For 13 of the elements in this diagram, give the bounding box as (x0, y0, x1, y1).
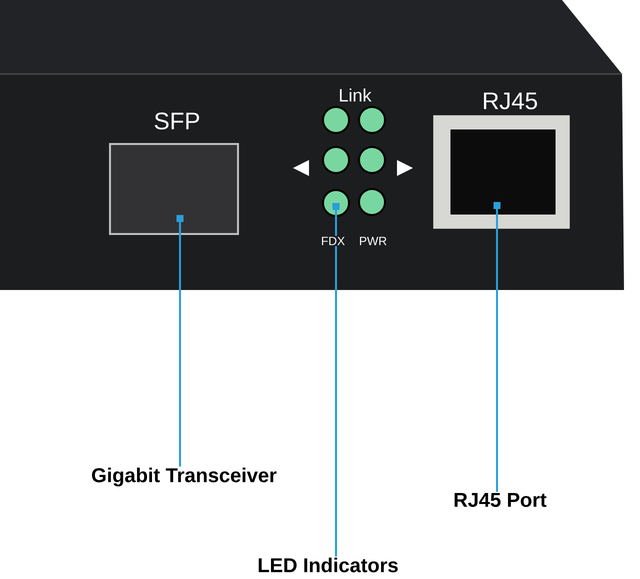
port-label: RJ45 (484, 92, 537, 110)
callout-text: RJ45 Port (454, 493, 546, 507)
leader-line (176, 215, 184, 466)
callout-text: LED Indicators (258, 558, 398, 572)
sfp-port (109, 143, 239, 235)
callout-text: Gigabit Transceiver (92, 468, 277, 486)
leader-line (494, 202, 500, 492)
port-label: FDX (320, 236, 346, 246)
port-label: Link (338, 87, 373, 103)
port-label: PWR (358, 236, 388, 246)
ethernet-port (450, 130, 556, 214)
port-label: SFP (154, 112, 200, 130)
leader-line (332, 203, 340, 556)
